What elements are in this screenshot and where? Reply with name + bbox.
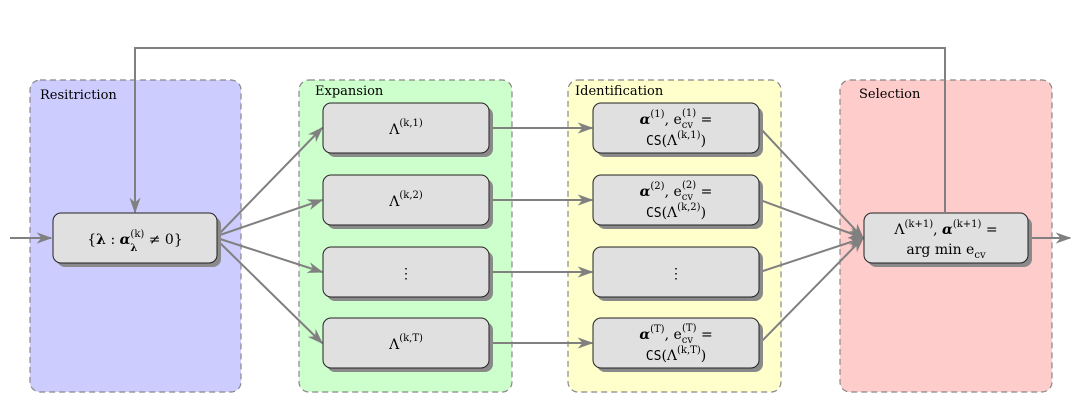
stage-expansion: Expansion — [298, 79, 513, 393]
arrow-id-to-selection-4 — [759, 236, 865, 344]
svg-text:⋮: ⋮ — [399, 266, 413, 282]
expansion-node-2: Λ(k,2) — [322, 174, 490, 226]
feedback-arrow — [129, 47, 946, 214]
expansion-node-T: Λ(k,T) — [322, 317, 490, 369]
expansion-node-ellipsis: ⋮ — [322, 246, 490, 298]
svg-text:arg min ecv: arg min ecv — [906, 242, 986, 261]
arrow-restriction-to-exp-3 — [216, 237, 324, 273]
arrow-id-to-selection-3 — [759, 237, 865, 273]
restriction-node: {λ : αλ(k) ≠ 0} — [52, 212, 218, 264]
arrow-restriction-to-exp-2 — [216, 199, 324, 237]
identification-node-ellipsis: ⋮ — [592, 246, 760, 298]
arrow-id-to-selection-1 — [759, 127, 865, 240]
expansion-node-1: Λ(k,1) — [322, 102, 490, 154]
arrow-restriction-to-exp-1 — [216, 126, 324, 237]
identification-node-1: α(1), ecv(1) = CS(Λ(k,1)) — [592, 102, 760, 154]
svg-text:α(2), ecv(2) =: α(2), ecv(2) = — [640, 180, 713, 203]
stage-restriction-title: Resitriction — [40, 88, 117, 103]
stage-expansion-title: Expansion — [315, 84, 384, 99]
identification-node-T: α(T), ecv(T) = CS(Λ(k,T)) — [592, 317, 760, 369]
selection-node: Λ(k+1), α(k+1) = arg min ecv — [863, 212, 1029, 264]
identification-node-2: α(2), ecv(2) = CS(Λ(k,2)) — [592, 174, 760, 226]
svg-text:⋮: ⋮ — [669, 266, 683, 282]
stage-selection-title: Selection — [859, 87, 921, 102]
svg-text:α(T), ecv(T) =: α(T), ecv(T) = — [639, 323, 712, 346]
svg-text:α(1), ecv(1) =: α(1), ecv(1) = — [640, 108, 713, 131]
stage-identification-title: Identification — [575, 84, 664, 99]
arrow-restriction-to-exp-4 — [216, 239, 324, 345]
arrow-id-to-selection-2 — [759, 199, 865, 239]
stage-identification: Identification — [567, 79, 782, 393]
